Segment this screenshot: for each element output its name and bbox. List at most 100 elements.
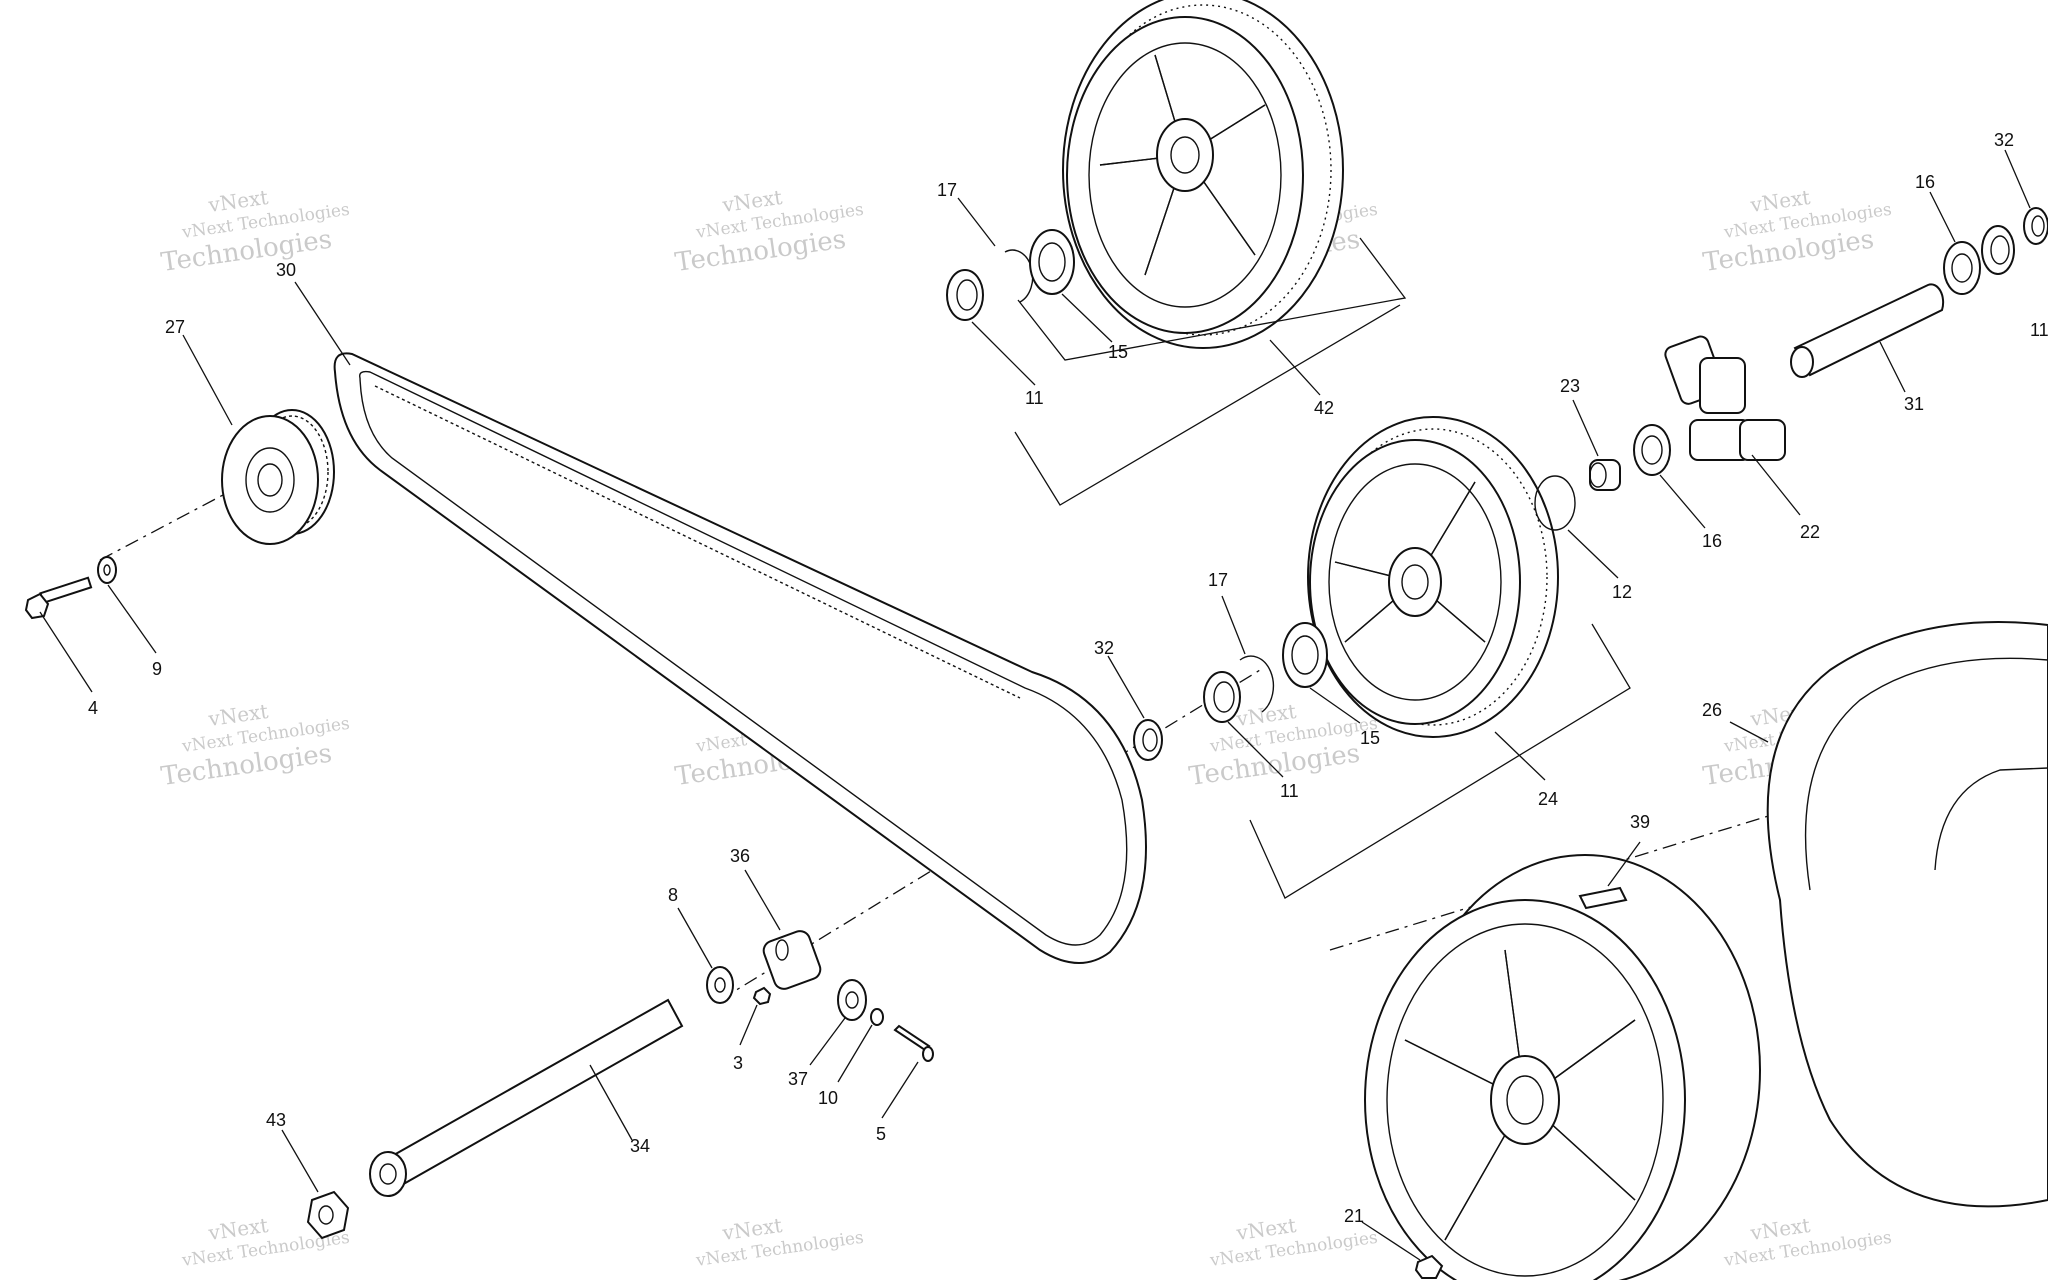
eccentric-outer: [837, 979, 867, 1021]
callout-21: 21: [1344, 1206, 1364, 1226]
pulley-hub: [245, 447, 295, 513]
washer-outer: [97, 556, 117, 584]
callout-26: 26: [1702, 700, 1722, 720]
bearing-outer: [1633, 424, 1671, 476]
axis-line-lower-sprocket: [719, 669, 1261, 1001]
leader-36: [744, 869, 781, 931]
circlip: [1004, 249, 1034, 303]
seal-11-upper: [946, 269, 984, 321]
drive-pulley: [221, 409, 335, 545]
bolt-shank: [39, 576, 93, 605]
bearing-outer: [1282, 622, 1328, 688]
nut-hex: [306, 1190, 350, 1240]
belt-outer: [333, 352, 1147, 964]
damper-22: [1664, 335, 1786, 461]
leader-31: [1879, 341, 1906, 393]
lower-sprocket: [1307, 416, 1559, 738]
leader-34: [589, 1064, 633, 1141]
callout-12: 12: [1612, 582, 1632, 602]
leader-23: [1572, 399, 1599, 457]
washer-9: [97, 556, 117, 584]
pulley-bore: [257, 463, 283, 497]
watermark: vNext vNext Technologies: [1722, 1213, 1893, 1271]
leader-17b: [1221, 595, 1246, 655]
bolt-head: [24, 592, 50, 620]
watermark: vNext vNext Technologies Technologies: [673, 185, 865, 278]
tube-31: [1790, 283, 1945, 378]
damper-block: [1739, 419, 1786, 461]
bearing-15-lower: [1282, 622, 1328, 688]
leader-43: [281, 1129, 319, 1193]
bolt-5: [893, 1024, 934, 1062]
callout-15-lower: 15: [1360, 728, 1380, 748]
bolt-4: [24, 576, 93, 620]
washer-outer: [706, 966, 734, 1004]
leader-11a: [971, 321, 1036, 386]
callout-30: 30: [276, 260, 296, 280]
callout-24: 24: [1538, 789, 1558, 809]
upper-sprocket-inner-rim: [1088, 42, 1282, 308]
leader-30: [294, 281, 351, 366]
upper-sprocket-bore: [1170, 136, 1200, 174]
lower-sprocket-spokes: [1334, 481, 1486, 643]
callout-15-upper: 15: [1108, 342, 1128, 362]
leader-22: [1751, 454, 1801, 516]
callout-23: 23: [1560, 376, 1580, 396]
leader-21: [1361, 1221, 1421, 1261]
belt-inner: [359, 370, 1128, 946]
wheel-rim: [1364, 854, 1761, 1280]
callout-11-right: 11: [2030, 320, 2048, 340]
axle-head-center: [379, 1163, 397, 1185]
leader-12: [1567, 529, 1619, 579]
circlip-17-lower: [1239, 655, 1275, 713]
valve-head: [1414, 1254, 1444, 1279]
sleeve-bore: [1589, 462, 1607, 488]
leader-17a: [957, 197, 996, 247]
washer-hole: [714, 977, 726, 993]
leader-4: [39, 611, 93, 693]
bolt-head: [922, 1046, 934, 1062]
leader-32a: [2004, 149, 2031, 209]
callout-4: 4: [88, 698, 98, 718]
eccentric-hole: [845, 991, 859, 1009]
callout-8: 8: [668, 885, 678, 905]
leader-42: [1269, 339, 1321, 396]
clip-39: [1578, 886, 1628, 910]
spacer-outer: [2023, 207, 2048, 245]
seal-outer: [1203, 671, 1241, 723]
adjuster-body: [762, 930, 822, 990]
o-ring-12: [1534, 475, 1576, 531]
leader-5: [881, 1061, 919, 1119]
leader-16a: [1929, 191, 1956, 243]
upper-sprocket-spokes: [1099, 54, 1266, 276]
tube-end: [1790, 346, 1814, 378]
upper-sprocket: [1062, 0, 1344, 349]
tire: [1766, 621, 2048, 1208]
callout-5: 5: [876, 1124, 886, 1144]
axle-head: [369, 1151, 407, 1197]
sleeve-23: [1589, 459, 1621, 491]
leader-lines: [39, 149, 2031, 1261]
callout-34: 34: [630, 1136, 650, 1156]
leader-32b: [1107, 655, 1145, 719]
assembly-axes: [99, 485, 1952, 1001]
callout-16-upper: 16: [1915, 172, 1935, 192]
washer-8: [706, 966, 734, 1004]
upper-sprocket-teeth: [1074, 4, 1332, 336]
adjuster-block-36: [762, 930, 822, 990]
callout-11-lower: 11: [1280, 781, 1299, 801]
tire-outline: [1766, 621, 2048, 1208]
leader-9: [107, 584, 157, 654]
lower-sprocket-inner-rim: [1328, 463, 1502, 701]
callout-39: 39: [1630, 812, 1650, 832]
callout-9: 9: [152, 659, 162, 679]
seal-11-lower: [1203, 671, 1241, 723]
callout-36: 36: [730, 846, 750, 866]
leader-8: [677, 907, 713, 969]
callout-16-middle: 16: [1702, 531, 1722, 551]
lower-group-bracket: [1249, 623, 1631, 899]
bearing-inner: [1291, 635, 1319, 675]
leader-37: [809, 1017, 846, 1066]
spacer-32-upper: [2023, 207, 2048, 245]
